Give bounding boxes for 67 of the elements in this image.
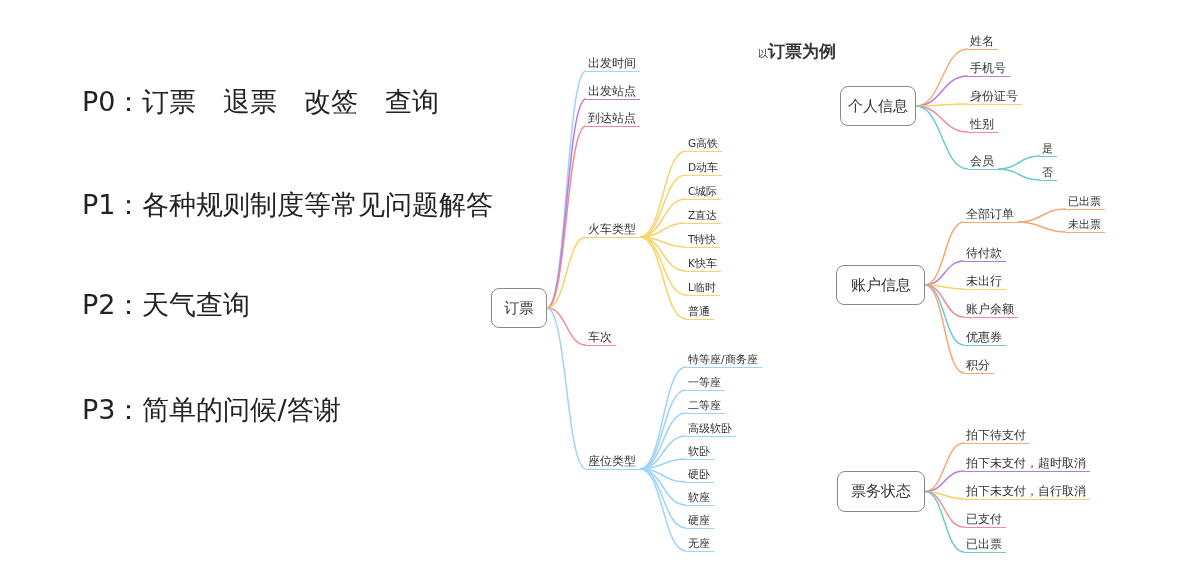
priority-text: P3：简单的问候/答谢 (82, 393, 341, 427)
branch-label: 出发时间 (586, 56, 640, 73)
branch-label: 拍下未支付，超时取消 (964, 456, 1090, 473)
branch-line (924, 490, 965, 553)
branch-label: 高级软卧 (686, 422, 736, 437)
branch-label: 火车类型 (586, 222, 640, 239)
branch-label: 是 (1040, 142, 1057, 157)
branch-label: 身份证号 (968, 89, 1022, 106)
branch-label: 拍下未支付，自行取消 (964, 484, 1090, 501)
branch-line (639, 468, 687, 529)
branch-label: 姓名 (968, 34, 998, 51)
branch-label: 已出票 (964, 537, 1006, 554)
branch-label: 账户余额 (964, 302, 1018, 319)
branch-label: 否 (1040, 166, 1057, 181)
branch-label: K快车 (686, 257, 721, 272)
branch-label: C城际 (686, 185, 722, 200)
branch-label: 性别 (968, 117, 998, 134)
branch-line (546, 307, 587, 470)
branch-label: 全部订单 (964, 207, 1018, 224)
heading: 以订票为例 (758, 40, 836, 63)
branch-line (546, 236, 587, 309)
branch-label: L临时 (686, 281, 720, 296)
branch-label: 优惠券 (964, 330, 1006, 347)
branch-line (639, 236, 687, 320)
branch-line (639, 236, 687, 296)
topic-box: 账户信息 (836, 265, 925, 305)
branch-label: 待付款 (964, 246, 1006, 263)
branch-line (924, 284, 965, 318)
branch-label: 硬座 (686, 514, 714, 529)
branch-line (1017, 221, 1067, 233)
branch-label: 车次 (586, 330, 616, 347)
branch-label: 无座 (686, 537, 714, 552)
branch-line (546, 307, 587, 346)
branch-label: 普通 (686, 305, 714, 320)
branch-label: 会员 (968, 154, 998, 171)
branch-label: 座位类型 (586, 454, 640, 471)
branch-label: 特等座/商务座 (686, 353, 762, 368)
branch-label: 未出行 (964, 274, 1006, 291)
topic-box: 票务状态 (837, 471, 925, 512)
branch-line (915, 105, 969, 133)
branch-label: G高铁 (686, 137, 723, 152)
branch-label: 已支付 (964, 512, 1006, 529)
branch-label: 软卧 (686, 445, 714, 460)
branch-line (639, 468, 687, 552)
branch-label: 一等座 (686, 376, 725, 391)
branch-label: 到达站点 (586, 111, 640, 128)
branch-label: T特快 (686, 233, 721, 248)
branch-label: 硬卧 (686, 468, 714, 483)
branch-label: 拍下待支付 (964, 428, 1030, 445)
priority-text: P2：天气查询 (82, 288, 251, 322)
priority-text: P1：各种规则制度等常见问题解答 (82, 188, 494, 222)
branch-line (915, 105, 969, 170)
branch-label: 二等座 (686, 399, 725, 414)
branch-line (997, 168, 1041, 181)
topic-box: 订票 (491, 288, 547, 328)
branch-label: Z直达 (686, 209, 722, 224)
priority-text: P0：订票 退票 改签 查询 (82, 85, 440, 119)
branch-line (924, 284, 965, 374)
branch-label: 出发站点 (586, 84, 640, 101)
branch-label: 软座 (686, 491, 714, 506)
branch-label: D动车 (686, 161, 723, 176)
topic-box: 个人信息 (840, 86, 916, 126)
branch-label: 手机号 (968, 61, 1010, 78)
branch-label: 已出票 (1066, 195, 1105, 210)
branch-label: 积分 (964, 358, 994, 375)
branch-line (924, 442, 965, 493)
branch-label: 未出票 (1066, 218, 1105, 233)
